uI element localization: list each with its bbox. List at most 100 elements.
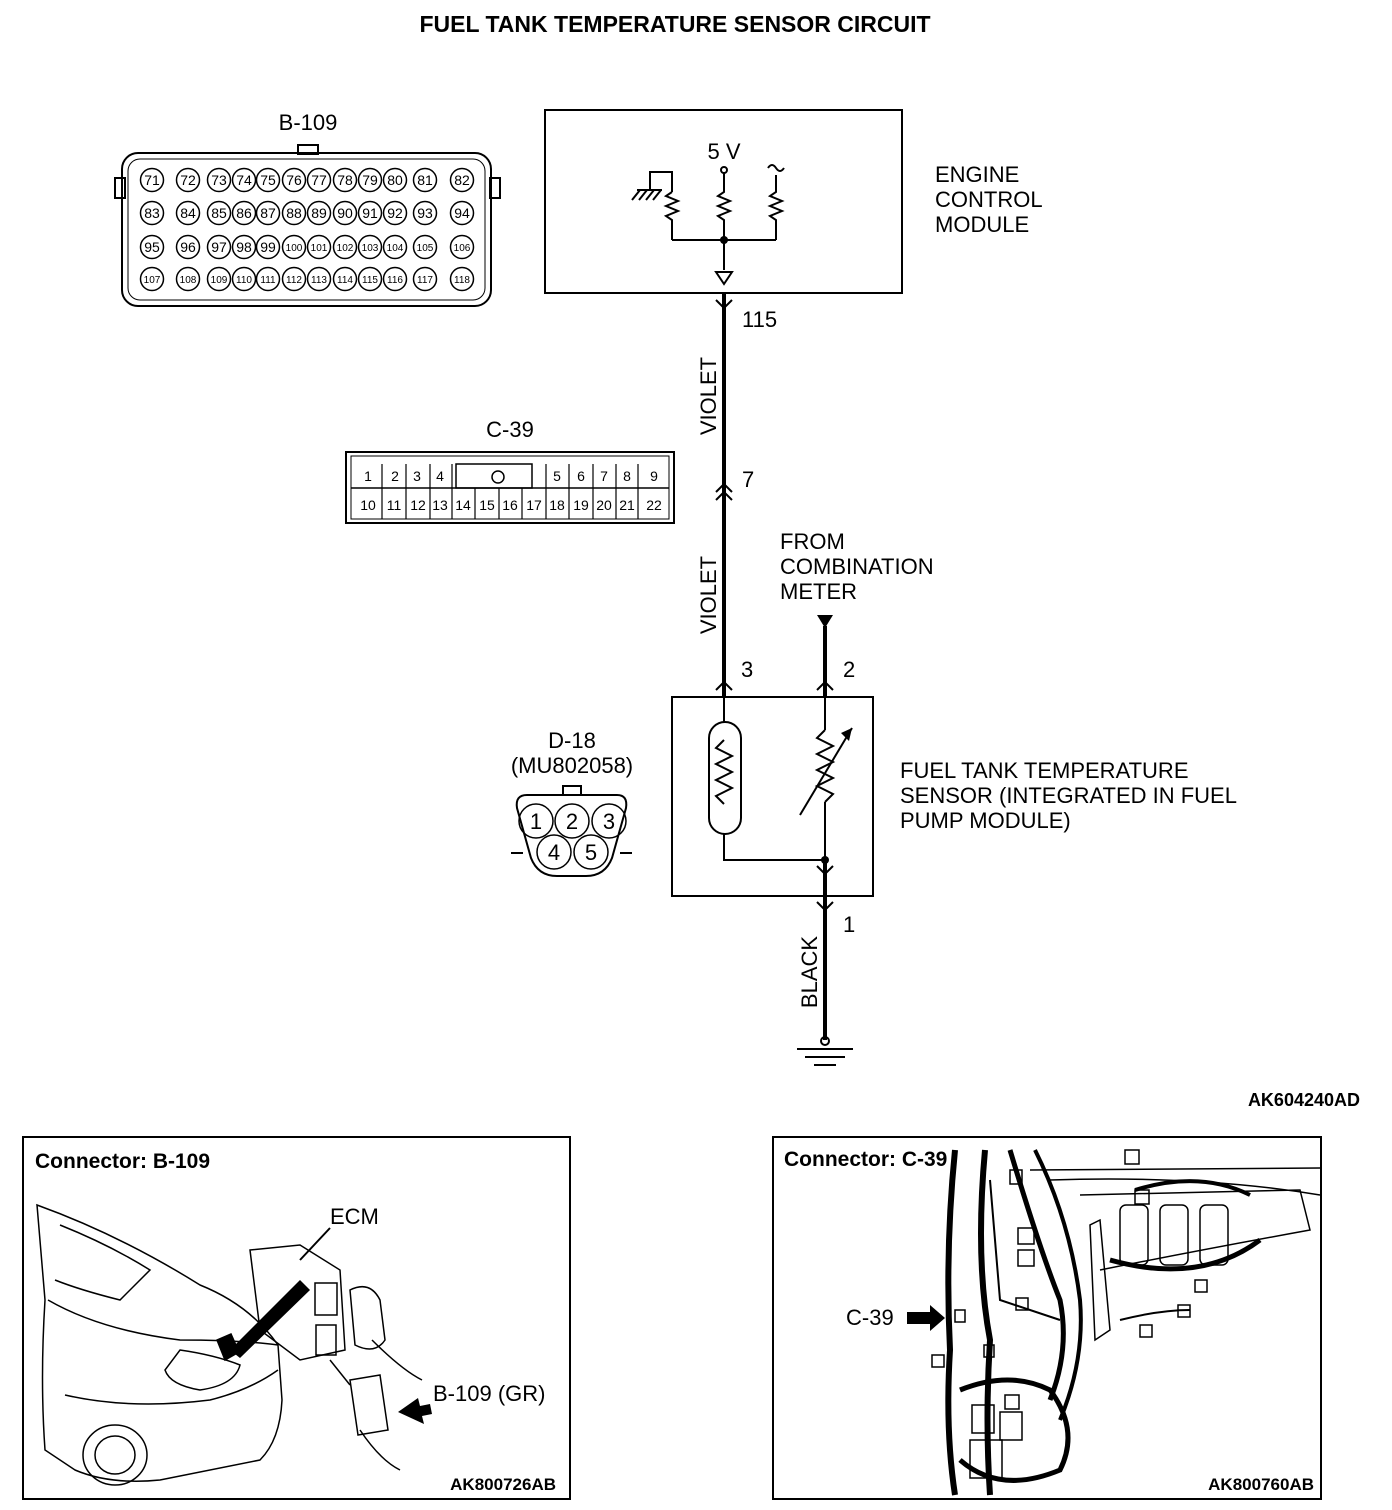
c39-pin-label: 6 [577, 468, 585, 484]
b109-pin-label: 102 [337, 243, 354, 254]
c39-terminal-7: 7 [742, 467, 754, 492]
b109-pin-label: 111 [260, 275, 276, 286]
b109-pin-label: 89 [311, 205, 327, 221]
b109-pin-label: 118 [454, 275, 470, 286]
b109-pin-label: 85 [211, 205, 227, 221]
b109-pin: 118 [449, 266, 475, 292]
d18-pin-label: 3 [603, 809, 615, 834]
b109-pin-label: 104 [387, 243, 404, 254]
b109-label: B-109 [279, 110, 338, 135]
b109-pin: 102 [332, 234, 358, 260]
c39-pin-label: 17 [526, 497, 542, 513]
c39-pin-label: 2 [391, 468, 399, 484]
b109-pin-label: 79 [362, 172, 378, 188]
ecm-label-line3: MODULE [935, 212, 1029, 237]
b109-pin: 104 [382, 234, 408, 260]
d18-pin: 5 [573, 834, 609, 870]
b109-pin: 88 [281, 200, 307, 226]
b109-pin-label: 95 [144, 239, 160, 255]
b109-pin: 113 [306, 266, 332, 292]
b109-pin: 114 [332, 266, 358, 292]
panel-b109-callout: B-109 (GR) [433, 1381, 545, 1406]
d18-pin-label: 5 [585, 840, 597, 865]
b109-pin-label: 74 [236, 172, 252, 188]
c39-pin-label: 9 [650, 468, 658, 484]
c39-pin-label: 7 [600, 468, 608, 484]
b109-pin-label: 81 [417, 172, 433, 188]
panel-c39-callout: C-39 [846, 1305, 894, 1330]
b109-pin: 81 [412, 167, 438, 193]
b109-pin: 108 [175, 266, 201, 292]
meter-wire: FROM COMBINATION METER 2 [780, 529, 934, 697]
figure-code: AK604240AD [1248, 1090, 1360, 1110]
wire-color-upper: VIOLET [696, 357, 721, 435]
b109-pin-label: 106 [454, 243, 471, 254]
diagram-title: FUEL TANK TEMPERATURE SENSOR CIRCUIT [419, 11, 930, 37]
ecm-terminal-115: 115 [742, 307, 777, 332]
b109-pin: 105 [412, 234, 438, 260]
c39-pin-label: 10 [360, 497, 376, 513]
b109-pin: 103 [357, 234, 383, 260]
b109-pin: 74 [231, 167, 257, 193]
b109-pin: 111 [255, 266, 281, 292]
b109-pin-label: 78 [337, 172, 353, 188]
b109-pin-label: 112 [286, 275, 302, 286]
c39-pin-label: 14 [455, 497, 471, 513]
b109-pin: 110 [231, 266, 257, 292]
b109-pin-label: 117 [417, 275, 433, 286]
c39-pin-label: 22 [646, 497, 662, 513]
b109-pin-label: 92 [387, 205, 403, 221]
b109-pin: 76 [281, 167, 307, 193]
b109-pin: 106 [449, 234, 475, 260]
ecm-label-line1: ENGINE [935, 162, 1019, 187]
meter-label-line1: FROM [780, 529, 845, 554]
b109-pin: 73 [206, 167, 232, 193]
b109-pin-label: 77 [311, 172, 327, 188]
b109-pin-label: 103 [362, 243, 379, 254]
b109-pin: 95 [139, 234, 165, 260]
c39-pin-label: 12 [410, 497, 426, 513]
b109-pin-label: 72 [180, 172, 196, 188]
b109-pin: 77 [306, 167, 332, 193]
b109-pin: 92 [382, 200, 408, 226]
b109-pin-label: 82 [454, 172, 470, 188]
sensor-terminal-3: 3 [741, 657, 753, 682]
b109-pin-label: 88 [286, 205, 302, 221]
b109-pin: 87 [255, 200, 281, 226]
b109-pin: 98 [231, 234, 257, 260]
b109-pin: 79 [357, 167, 383, 193]
d18-pin: 1 [518, 803, 554, 839]
b109-pin-label: 90 [337, 205, 353, 221]
b109-pin-label: 84 [180, 205, 196, 221]
c39-pin-label: 11 [387, 497, 402, 513]
b109-pin: 100 [281, 234, 307, 260]
signal-wire: 115 VIOLET 7 VIOLET 3 [696, 293, 777, 697]
b109-pin: 107 [139, 266, 165, 292]
b109-pin: 85 [206, 200, 232, 226]
b109-pin: 71 [139, 167, 165, 193]
b109-pin: 72 [175, 167, 201, 193]
c39-pin-label: 15 [479, 497, 495, 513]
b109-pin: 117 [412, 266, 438, 292]
c39-pin-label: 21 [619, 497, 635, 513]
panel-b109-code: AK800726AB [450, 1475, 556, 1494]
b109-pin: 116 [382, 266, 408, 292]
d18-pin: 3 [591, 803, 627, 839]
d18-pin-label: 1 [530, 809, 542, 834]
d18-part-number: (MU802058) [511, 753, 633, 778]
b109-pin: 83 [139, 200, 165, 226]
d18-label: D-18 [548, 728, 596, 753]
b109-pin: 96 [175, 234, 201, 260]
c39-pin-label: 1 [364, 468, 372, 484]
sensor-terminal-2: 2 [843, 657, 855, 682]
ground-wire: 1 BLACK [797, 896, 855, 1066]
c39-pin-label: 20 [596, 497, 612, 513]
c39-pin-label: 3 [413, 468, 421, 484]
b109-pin-label: 114 [337, 275, 353, 286]
b109-pin: 99 [255, 234, 281, 260]
b109-pin-label: 87 [260, 205, 276, 221]
panel-b109-title: Connector: B-109 [35, 1150, 210, 1173]
b109-pin-label: 116 [387, 275, 403, 286]
